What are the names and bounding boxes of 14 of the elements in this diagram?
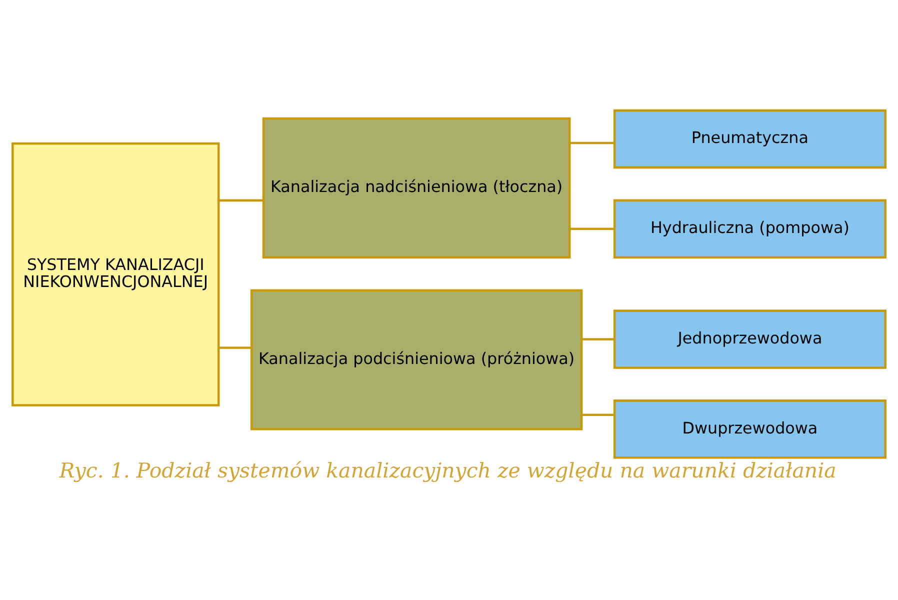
connector [570, 142, 614, 144]
connector [218, 346, 252, 349]
node-box: Jednoprzewodowa [613, 310, 886, 369]
node-box: Kanalizacja nadciśnieniowa (tłoczna) [262, 117, 571, 258]
node-box: Pneumatyczna [613, 109, 886, 169]
caption: Ryc. 1. Podział systemów kanalizacyjnych ze względu na warunki działania [59, 458, 836, 482]
connector [582, 338, 615, 340]
connector [218, 199, 264, 202]
node-box: Dwuprzewodowa [613, 400, 886, 459]
connector [582, 414, 615, 416]
node-box: Kanalizacja podciśnieniowa (próżniowa) [250, 289, 583, 430]
node-box: Hydrauliczna (pompowa) [613, 199, 886, 258]
connector [570, 228, 614, 230]
node-box: SYSTEMY KANALIZACJI NIEKONWENCJONALNEJ [12, 142, 220, 406]
